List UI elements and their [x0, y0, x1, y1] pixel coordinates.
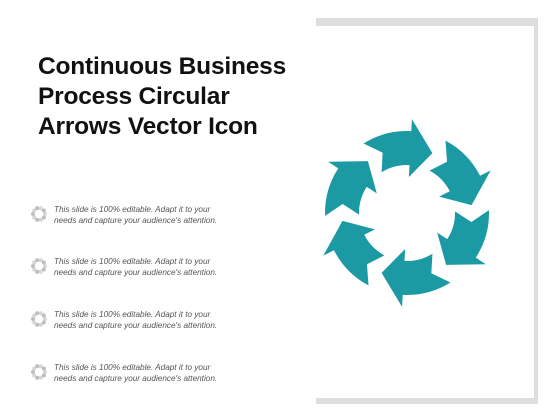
dotted-ring-icon	[31, 258, 47, 274]
dotted-ring-icon	[31, 364, 47, 380]
bullet-text: This slide is 100% editable. Adapt it to…	[54, 363, 218, 383]
arrow-segment	[381, 248, 451, 307]
bullet-text: This slide is 100% editable. Adapt it to…	[54, 257, 218, 277]
bullet-item: This slide is 100% editable. Adapt it to…	[30, 204, 230, 234]
arrow-segment	[323, 220, 385, 286]
dotted-ring-icon	[31, 311, 47, 327]
dotted-ring-icon	[31, 206, 47, 222]
bullet-text: This slide is 100% editable. Adapt it to…	[54, 310, 218, 330]
bullet-item: This slide is 100% editable. Adapt it to…	[30, 309, 230, 339]
slide-card	[20, 26, 534, 398]
bullet-text: This slide is 100% editable. Adapt it to…	[54, 205, 218, 225]
slide-title: Continuous Business Process Circular Arr…	[38, 53, 287, 140]
arrow-segment	[429, 140, 491, 206]
circular-arrows-icon	[323, 119, 491, 307]
arrow-segment	[437, 210, 489, 265]
bullet-item: This slide is 100% editable. Adapt it to…	[30, 256, 230, 286]
bullet-item: This slide is 100% editable. Adapt it to…	[30, 362, 230, 392]
arrow-segment	[363, 119, 433, 178]
arrow-segment	[325, 161, 377, 216]
